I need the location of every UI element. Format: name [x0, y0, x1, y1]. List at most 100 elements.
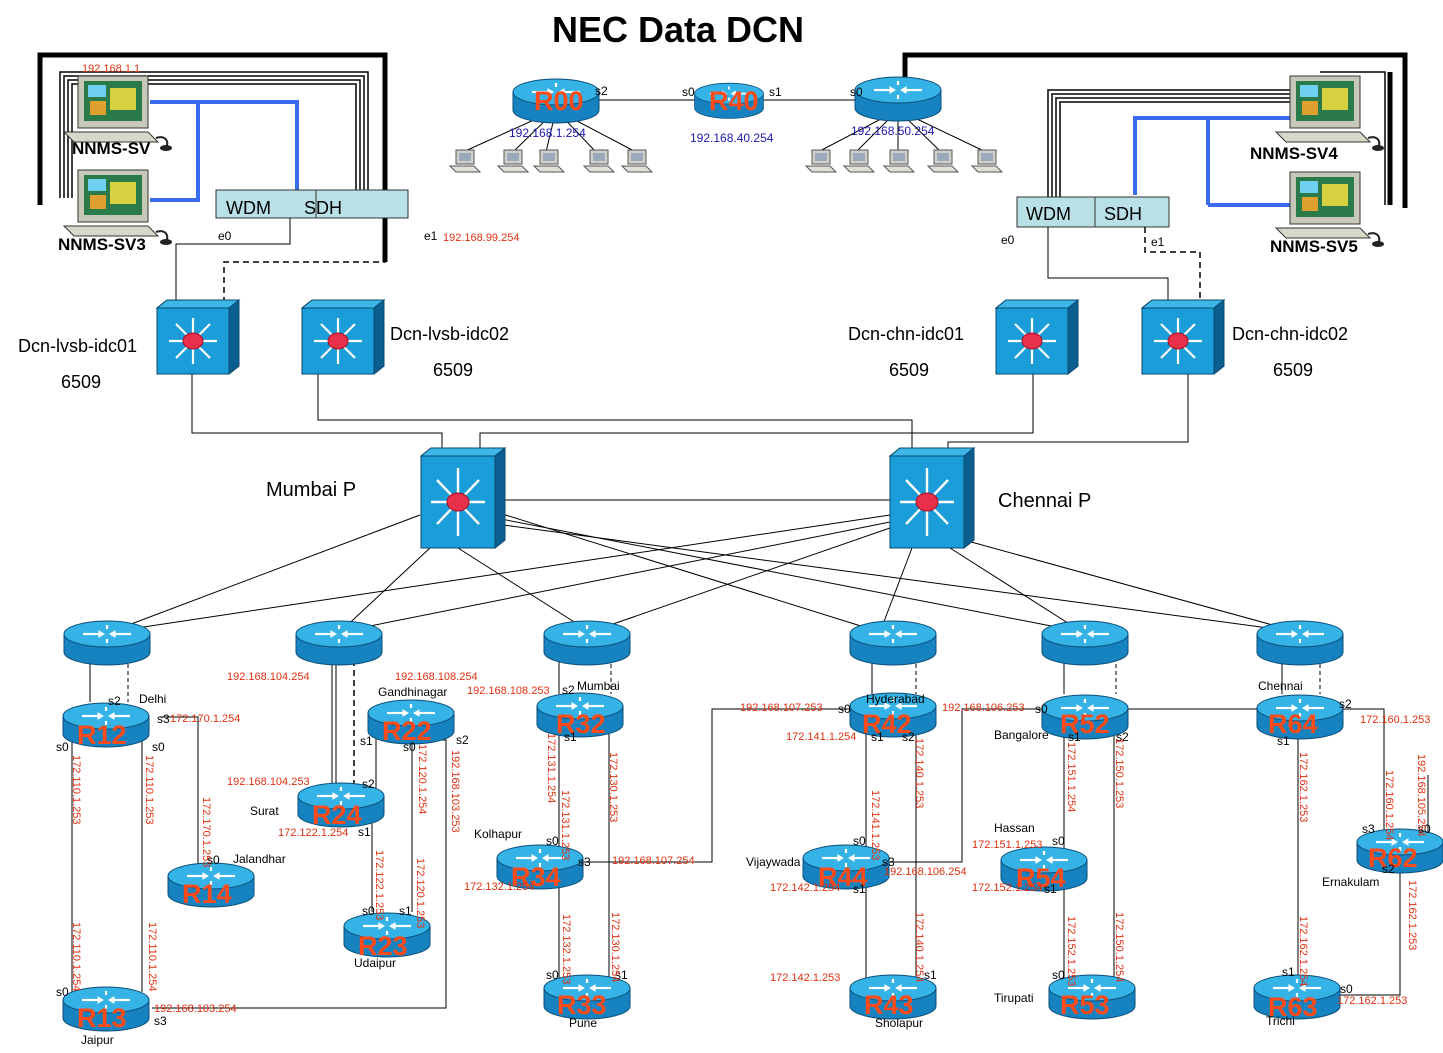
router-label: R63	[1268, 992, 1318, 1022]
svg-text:Surat: Surat	[250, 804, 279, 818]
region-links	[71, 650, 1429, 1009]
svg-text:s0: s0	[1340, 982, 1353, 996]
wdm-switch-links	[175, 218, 1201, 308]
svg-text:Ernakulam: Ernakulam	[1322, 875, 1379, 889]
svg-text:s1: s1	[615, 968, 628, 982]
port-e1-ip: 192.168.99.254	[443, 232, 519, 244]
switch-dcn-lvsb-idc02[interactable]	[300, 298, 386, 376]
port-label: s0	[850, 85, 863, 99]
svg-text:s0: s0	[403, 740, 416, 754]
router-label: R54	[1016, 863, 1066, 893]
wdm-label: WDM	[226, 198, 271, 218]
svg-text:Udaipur: Udaipur	[354, 956, 396, 970]
svg-text:192.168.106.253: 192.168.106.253	[942, 702, 1025, 714]
svg-text:172.130.1.254: 172.130.1.254	[609, 912, 621, 982]
svg-text:172.152.1.254: 172.152.1.254	[972, 882, 1042, 894]
svg-text:s2: s2	[108, 694, 121, 708]
ip-labels: 172.170.1.254 192.168.103.254 192.168.10…	[154, 671, 1430, 1015]
svg-text:s1: s1	[358, 825, 371, 839]
svg-text:Sholapur: Sholapur	[875, 1016, 923, 1030]
sdh-label: SDH	[1104, 204, 1142, 224]
svg-text:s0: s0	[152, 740, 165, 754]
svg-text:172.120.1.253: 172.120.1.253	[414, 858, 426, 928]
router-label: R53	[1060, 990, 1110, 1020]
switch-dcn-chn-idc02[interactable]	[1140, 298, 1226, 376]
svg-text:s1: s1	[1068, 730, 1081, 744]
server-nnms-sv4[interactable]	[1275, 75, 1385, 152]
svg-text:172.122.1.254: 172.122.1.254	[278, 827, 348, 839]
wdm-label: WDM	[1026, 204, 1071, 224]
svg-text:s2: s2	[902, 730, 915, 744]
svg-text:172.170.1.253: 172.170.1.253	[200, 797, 212, 867]
switch-dcn-lvsb-idc01[interactable]	[155, 298, 241, 376]
sdh-label: SDH	[304, 198, 342, 218]
svg-text:192.168.105.254: 192.168.105.254	[1415, 754, 1427, 837]
svg-text:s0: s0	[853, 834, 866, 848]
core-mesh	[109, 499, 1299, 633]
svg-text:s1: s1	[1044, 882, 1057, 896]
ip-labels-vertical: 172.110.1.253 172.110.1.253 172.170.1.25…	[70, 733, 1427, 992]
svg-text:172.151.1.254: 172.151.1.254	[1065, 742, 1077, 812]
switch-dcn-chn-idc01[interactable]	[994, 298, 1080, 376]
core-switch-mumbai[interactable]	[419, 446, 507, 550]
ip-r50: 192.168.50.254	[851, 124, 935, 138]
svg-text:172.142.1.254: 172.142.1.254	[770, 882, 840, 894]
ip-r00: 192.168.1.254	[509, 126, 586, 140]
svg-text:s1: s1	[1277, 734, 1290, 748]
svg-text:s2: s2	[362, 777, 375, 791]
svg-text:s1: s1	[924, 968, 937, 982]
svg-text:s1: s1	[871, 730, 884, 744]
svg-text:172.150.1.254: 172.150.1.254	[1113, 912, 1125, 982]
svg-text:Bangalore: Bangalore	[994, 728, 1049, 742]
svg-text:172.131.1.253: 172.131.1.253	[559, 790, 571, 860]
router-label: R13	[77, 1003, 127, 1033]
router-label: R44	[818, 862, 868, 892]
svg-text:Vijaywada: Vijaywada	[746, 855, 801, 869]
router-label-r40: R40	[709, 86, 759, 116]
switch-model: 6509	[889, 360, 929, 380]
svg-text:172.160.1.254: 172.160.1.254	[1383, 770, 1395, 840]
port-e1: e1	[424, 229, 438, 243]
router-label: R33	[557, 990, 607, 1020]
server-nnms-sv3[interactable]	[63, 169, 173, 246]
svg-text:172.170.1.254: 172.170.1.254	[170, 713, 240, 725]
core-switch-chennai[interactable]	[888, 446, 976, 550]
svg-text:Hassan: Hassan	[994, 821, 1035, 835]
svg-text:172.141.1.253: 172.141.1.253	[869, 790, 881, 860]
switch-model: 6509	[1273, 360, 1313, 380]
svg-text:s3: s3	[157, 712, 170, 726]
router-label: R32	[556, 709, 606, 739]
server-nnms-sv5[interactable]	[1275, 171, 1385, 248]
svg-text:172.110.1.254: 172.110.1.254	[70, 922, 82, 992]
blue-links	[150, 100, 1300, 207]
svg-text:192.168.107.254: 192.168.107.254	[612, 855, 695, 867]
router-r50[interactable]	[853, 75, 943, 123]
server-label-sv5: NNMS-SV5	[1270, 237, 1358, 256]
svg-text:172.141.1.254: 172.141.1.254	[786, 731, 856, 743]
svg-text:172.152.1.253: 172.152.1.253	[1065, 916, 1077, 986]
router-label-r00: R00	[534, 86, 584, 116]
svg-text:s0: s0	[1052, 834, 1065, 848]
svg-text:172.110.1.254: 172.110.1.254	[146, 922, 158, 992]
svg-text:172.150.1.253: 172.150.1.253	[1113, 738, 1125, 808]
svg-text:Jaipur: Jaipur	[81, 1033, 114, 1047]
switch-label: Dcn-chn-idc02	[1232, 324, 1348, 344]
svg-text:s0: s0	[1052, 968, 1065, 982]
router-label: R62	[1368, 843, 1418, 873]
svg-text:s0: s0	[838, 702, 851, 716]
svg-text:s2: s2	[562, 683, 575, 697]
svg-text:192.168.107.253: 192.168.107.253	[740, 702, 823, 714]
svg-text:172.130.1.253: 172.130.1.253	[607, 752, 619, 822]
switch-label: Dcn-chn-idc01	[848, 324, 964, 344]
svg-text:s0: s0	[546, 968, 559, 982]
svg-text:s1: s1	[360, 734, 373, 748]
svg-text:s2: s2	[1339, 697, 1352, 711]
svg-text:172.162.1.253: 172.162.1.253	[1406, 880, 1418, 950]
port-e0: e0	[218, 229, 232, 243]
router-label: R23	[358, 931, 408, 961]
svg-text:s1: s1	[1282, 965, 1295, 979]
svg-text:s2: s2	[1382, 862, 1395, 876]
svg-text:s0: s0	[1035, 702, 1048, 716]
svg-text:s0: s0	[362, 904, 375, 918]
svg-text:s3: s3	[154, 1014, 167, 1028]
